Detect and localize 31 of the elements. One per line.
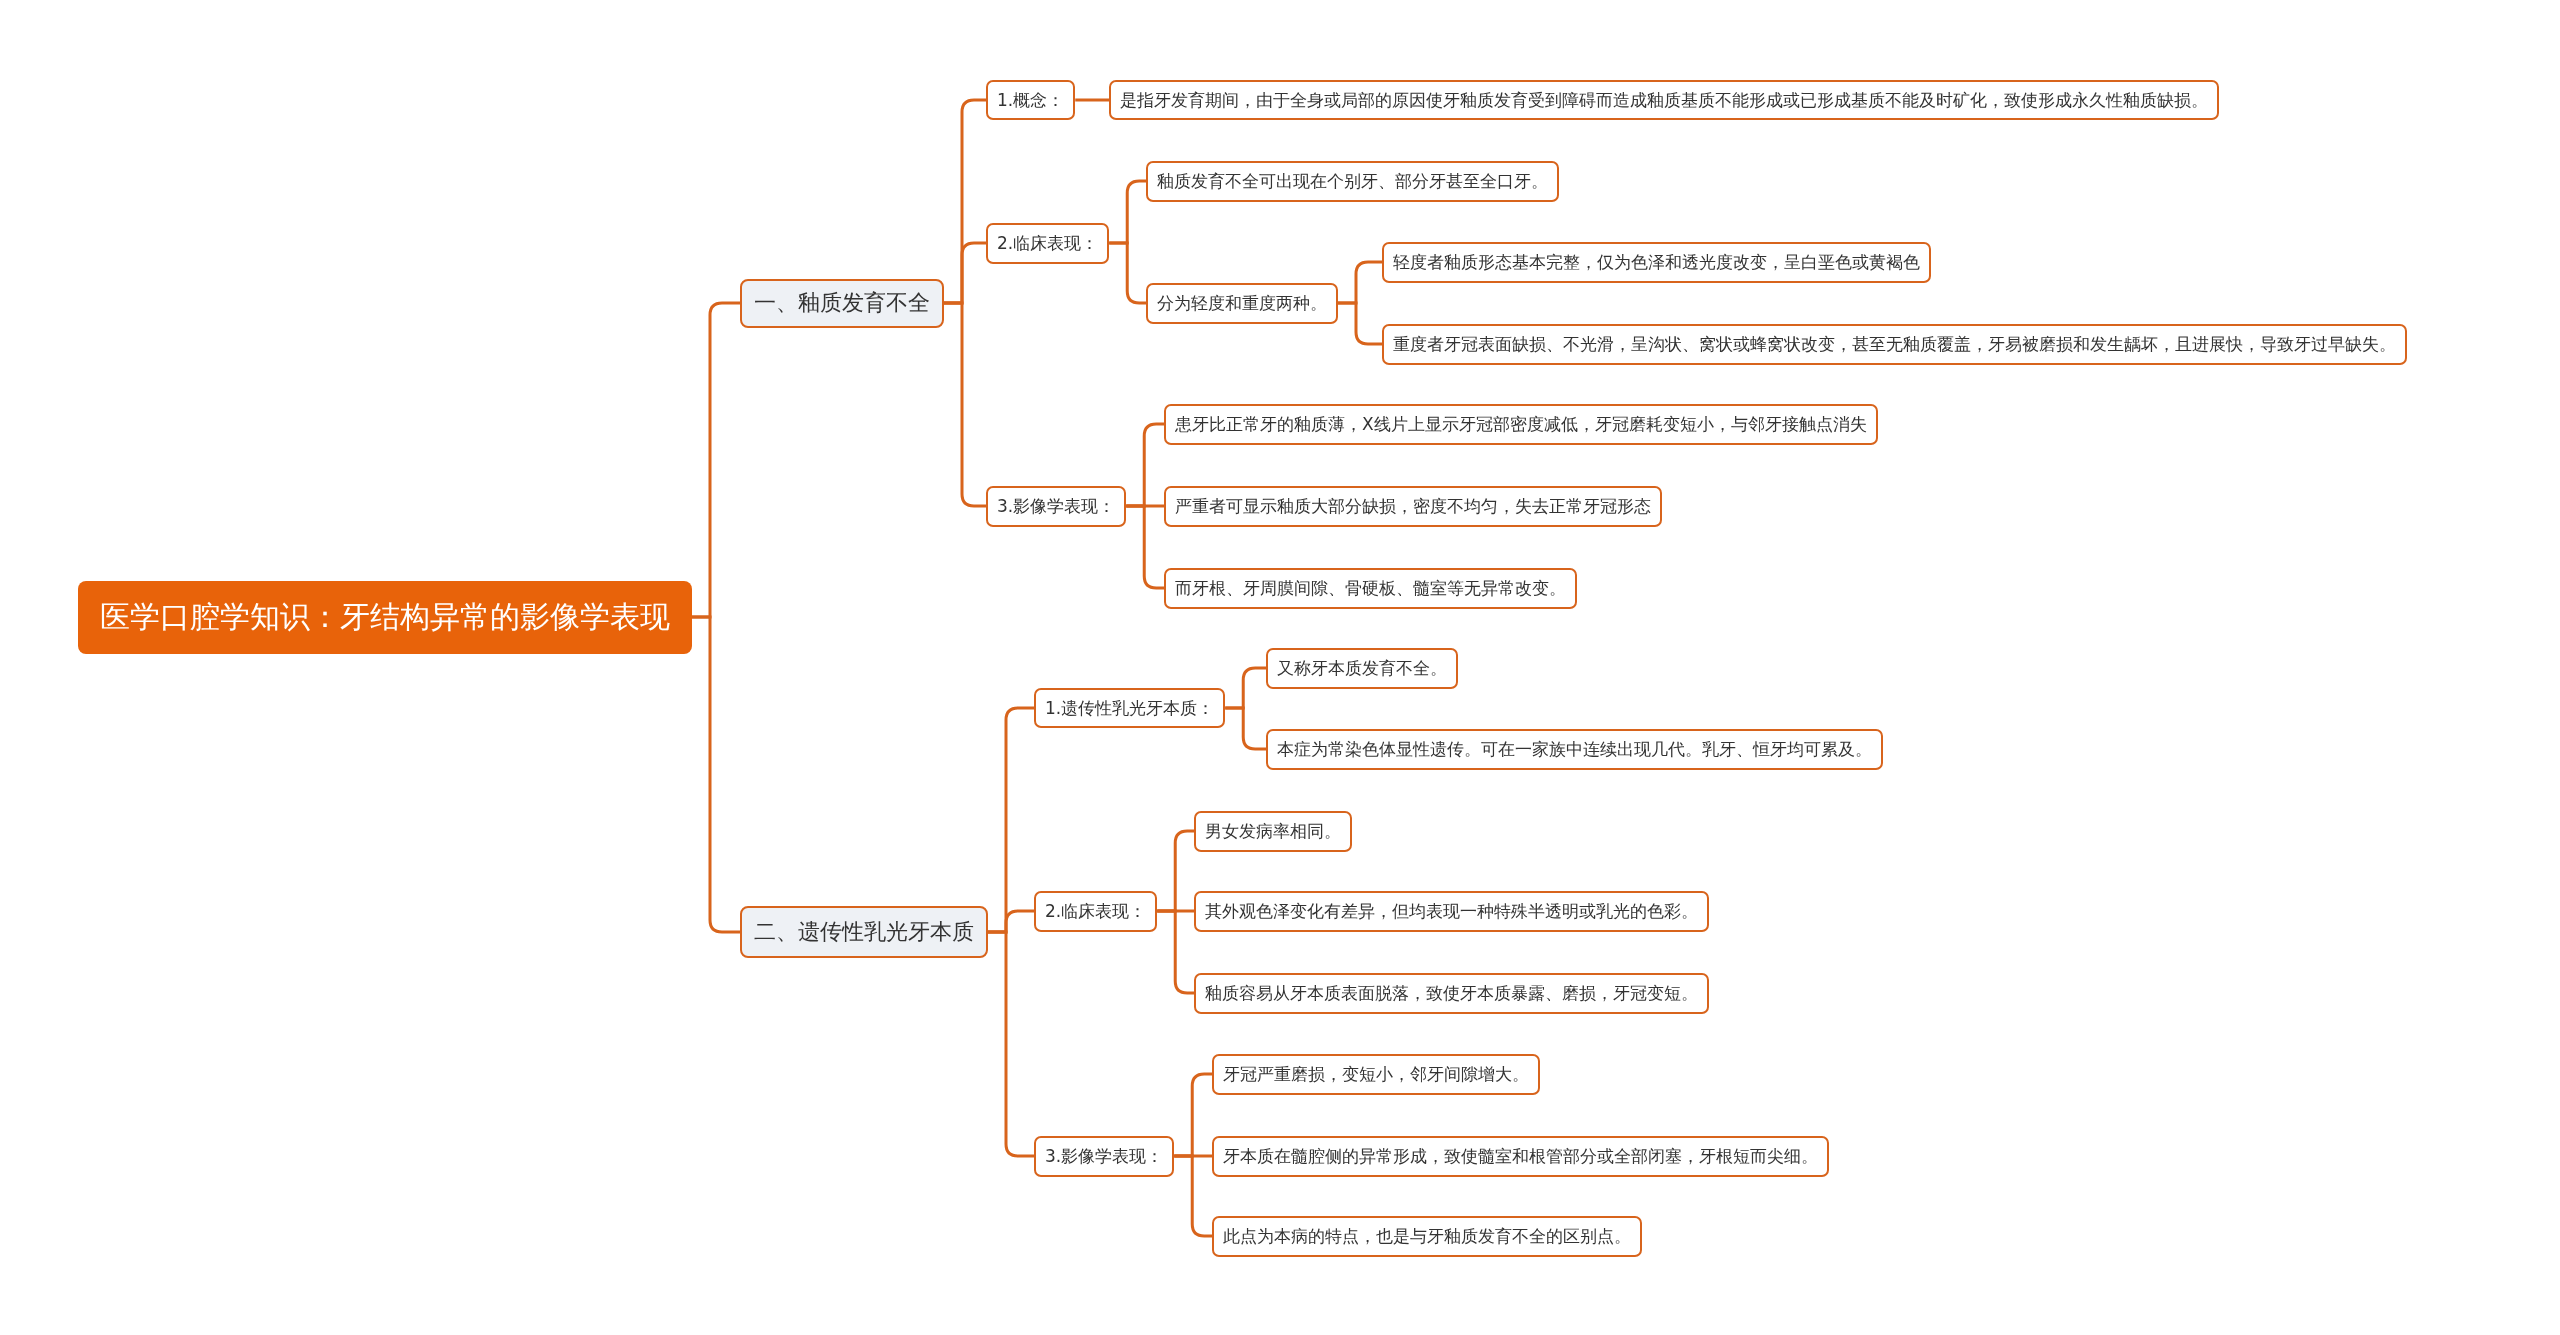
- topic-box: 分为轻度和重度两种。: [1146, 282, 1338, 324]
- connector: [1225, 706, 1266, 751]
- connector: [1075, 98, 1109, 102]
- topic-box: 男女发病率相同。: [1194, 810, 1352, 852]
- topic-box: 而牙根、牙周膜间隙、骨硬板、髓室等无异常改变。: [1164, 567, 1577, 609]
- connector: [1338, 301, 1382, 346]
- topic-box: 1.遗传性乳光牙本质：: [1034, 688, 1226, 728]
- topic-box: 严重者可显示釉质大部分缺损，密度不均匀，失去正常牙冠形态: [1164, 485, 1662, 527]
- topic-box: 釉质容易从牙本质表面脱落，致使牙本质暴露、磨损，牙冠变短。: [1194, 972, 1709, 1014]
- connector: [1126, 504, 1164, 590]
- central-topic-box: 医学口腔学知识：牙结构异常的影像学表现: [78, 580, 692, 654]
- topic-box: 釉质发育不全可出现在个别牙、部分牙甚至全口牙。: [1146, 160, 1559, 202]
- topic-box: 又称牙本质发育不全。: [1266, 647, 1458, 689]
- topic-box: 重度者牙冠表面缺损、不光滑，呈沟状、窝状或蜂窝状改变，甚至无釉质覆盖，牙易被磨损和发生龋坏，且进展快，导致牙过早缺失。: [1382, 323, 2407, 365]
- connector: [1174, 1154, 1212, 1238]
- topic-box: 3.影像学表现：: [1034, 1135, 1175, 1177]
- topic-box: 牙本质在髓腔侧的异常形成，致使髓室和根管部分或全部闭塞，牙根短而尖细。: [1212, 1135, 1829, 1177]
- topic-box: 牙冠严重磨损，变短小，邻牙间隙增大。: [1212, 1053, 1540, 1095]
- branch-box: 二、遗传性乳光牙本质: [740, 906, 988, 958]
- topic-box: 1.概念：: [986, 80, 1076, 120]
- connector: [944, 301, 986, 508]
- topic-box: 患牙比正常牙的釉质薄，X线片上显示牙冠部密度减低，牙冠磨耗变短小，与邻牙接触点消失: [1164, 403, 1878, 445]
- topic-box: 2.临床表现：: [1034, 890, 1158, 932]
- topic-box: 3.影像学表现：: [986, 485, 1127, 527]
- topic-box: 此点为本病的特点，也是与牙釉质发育不全的区别点。: [1212, 1215, 1642, 1257]
- topic-box: 2.临床表现：: [986, 222, 1110, 264]
- topic-box: 轻度者釉质形态基本完整，仅为色泽和透光度改变，呈白垩色或黄褐色: [1382, 241, 1931, 283]
- topic-box: 是指牙发育期间，由于全身或局部的原因使牙釉质发育受到障碍而造成釉质基质不能形成或已形成基质不能及时矿化，致使形成永久性釉质缺损。: [1109, 80, 2219, 120]
- topic-box: 本症为常染色体显性遗传。可在一家族中连续出现几代。乳牙、恒牙均可累及。: [1266, 728, 1883, 770]
- topic-box: 其外观色泽变化有差异，但均表现一种特殊半透明或乳光的色彩。: [1194, 890, 1709, 932]
- branch-box: 一、釉质发育不全: [740, 278, 944, 328]
